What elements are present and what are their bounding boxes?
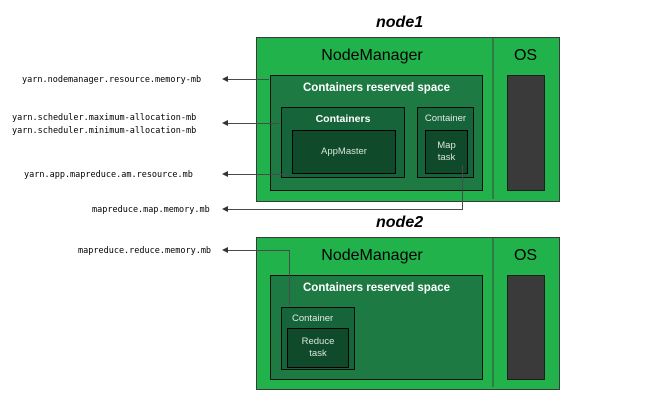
node1-caption: node1	[376, 14, 424, 31]
node1-containers-box: Containers AppMaster	[281, 107, 405, 178]
node1-map-task-box: Map task	[425, 130, 468, 174]
node1-box: NodeManager OS Containers reserved space…	[256, 37, 560, 202]
node1-os-title: OS	[513, 47, 538, 64]
node1-container-box: Container Map task	[417, 107, 474, 178]
node2-box: NodeManager OS Containers reserved space…	[256, 237, 560, 390]
node2-reduce-task-box: Reduce task	[287, 328, 349, 368]
node1-containers-title: Containers	[315, 113, 371, 125]
arrow-nodemanager-resource-memory	[222, 76, 228, 82]
node2-container-title: Container	[292, 313, 334, 324]
node2-caption: node2	[376, 214, 424, 231]
label-map-memory: mapreduce.map.memory.mb	[92, 205, 210, 215]
connector-map-memory-vertical	[462, 165, 463, 209]
node2-os-divider	[492, 238, 494, 387]
label-am-resource: yarn.app.mapreduce.am.resource.mb	[24, 170, 193, 180]
node1-map-task-line1: Map	[437, 140, 456, 151]
node1-appmaster-label: AppMaster	[321, 146, 367, 157]
node1-os-divider	[492, 38, 494, 199]
arrow-am-resource	[222, 171, 228, 177]
node2-reduce-task-line1: Reduce	[301, 336, 335, 347]
node2-os-slab	[507, 275, 545, 380]
connector-scheduler-allocation	[228, 123, 279, 124]
node1-map-task-line2: task	[437, 152, 456, 163]
node1-nodemanager-title: NodeManager	[321, 47, 423, 64]
node1-reserved-space-title: Containers reserved space	[302, 82, 451, 94]
node1-container-title: Container	[424, 113, 467, 124]
node2-reserved-space-box: Containers reserved space Container Redu…	[270, 275, 483, 380]
node2-reserved-space-title: Containers reserved space	[302, 282, 451, 294]
label-scheduler-maximum-allocation: yarn.scheduler.maximum-allocation-mb	[12, 113, 197, 123]
node2-reduce-task-line2: task	[309, 348, 327, 359]
arrow-map-memory	[222, 206, 228, 212]
node1-os-slab	[507, 75, 545, 191]
connector-nodemanager-resource-memory	[228, 79, 269, 80]
connector-reduce-memory-vertical	[289, 250, 290, 305]
label-reduce-memory: mapreduce.reduce.memory.mb	[78, 246, 212, 256]
label-scheduler-minimum-allocation: yarn.scheduler.minimum-allocation-mb	[12, 126, 197, 136]
node2-container-box: Container Reduce task	[281, 307, 355, 370]
label-nodemanager-resource-memory: yarn.nodemanager.resource.memory-mb	[22, 75, 202, 85]
connector-am-resource	[228, 174, 290, 175]
node1-appmaster-box: AppMaster	[292, 130, 396, 174]
node2-os-title: OS	[513, 247, 538, 264]
connector-reduce-memory-horizontal	[228, 250, 290, 251]
arrow-scheduler-allocation	[222, 120, 228, 126]
node2-nodemanager-title: NodeManager	[321, 247, 423, 264]
node1-reserved-space-box: Containers reserved space Containers App…	[270, 75, 483, 191]
arrow-reduce-memory	[222, 247, 228, 253]
connector-map-memory-horizontal	[228, 209, 463, 210]
